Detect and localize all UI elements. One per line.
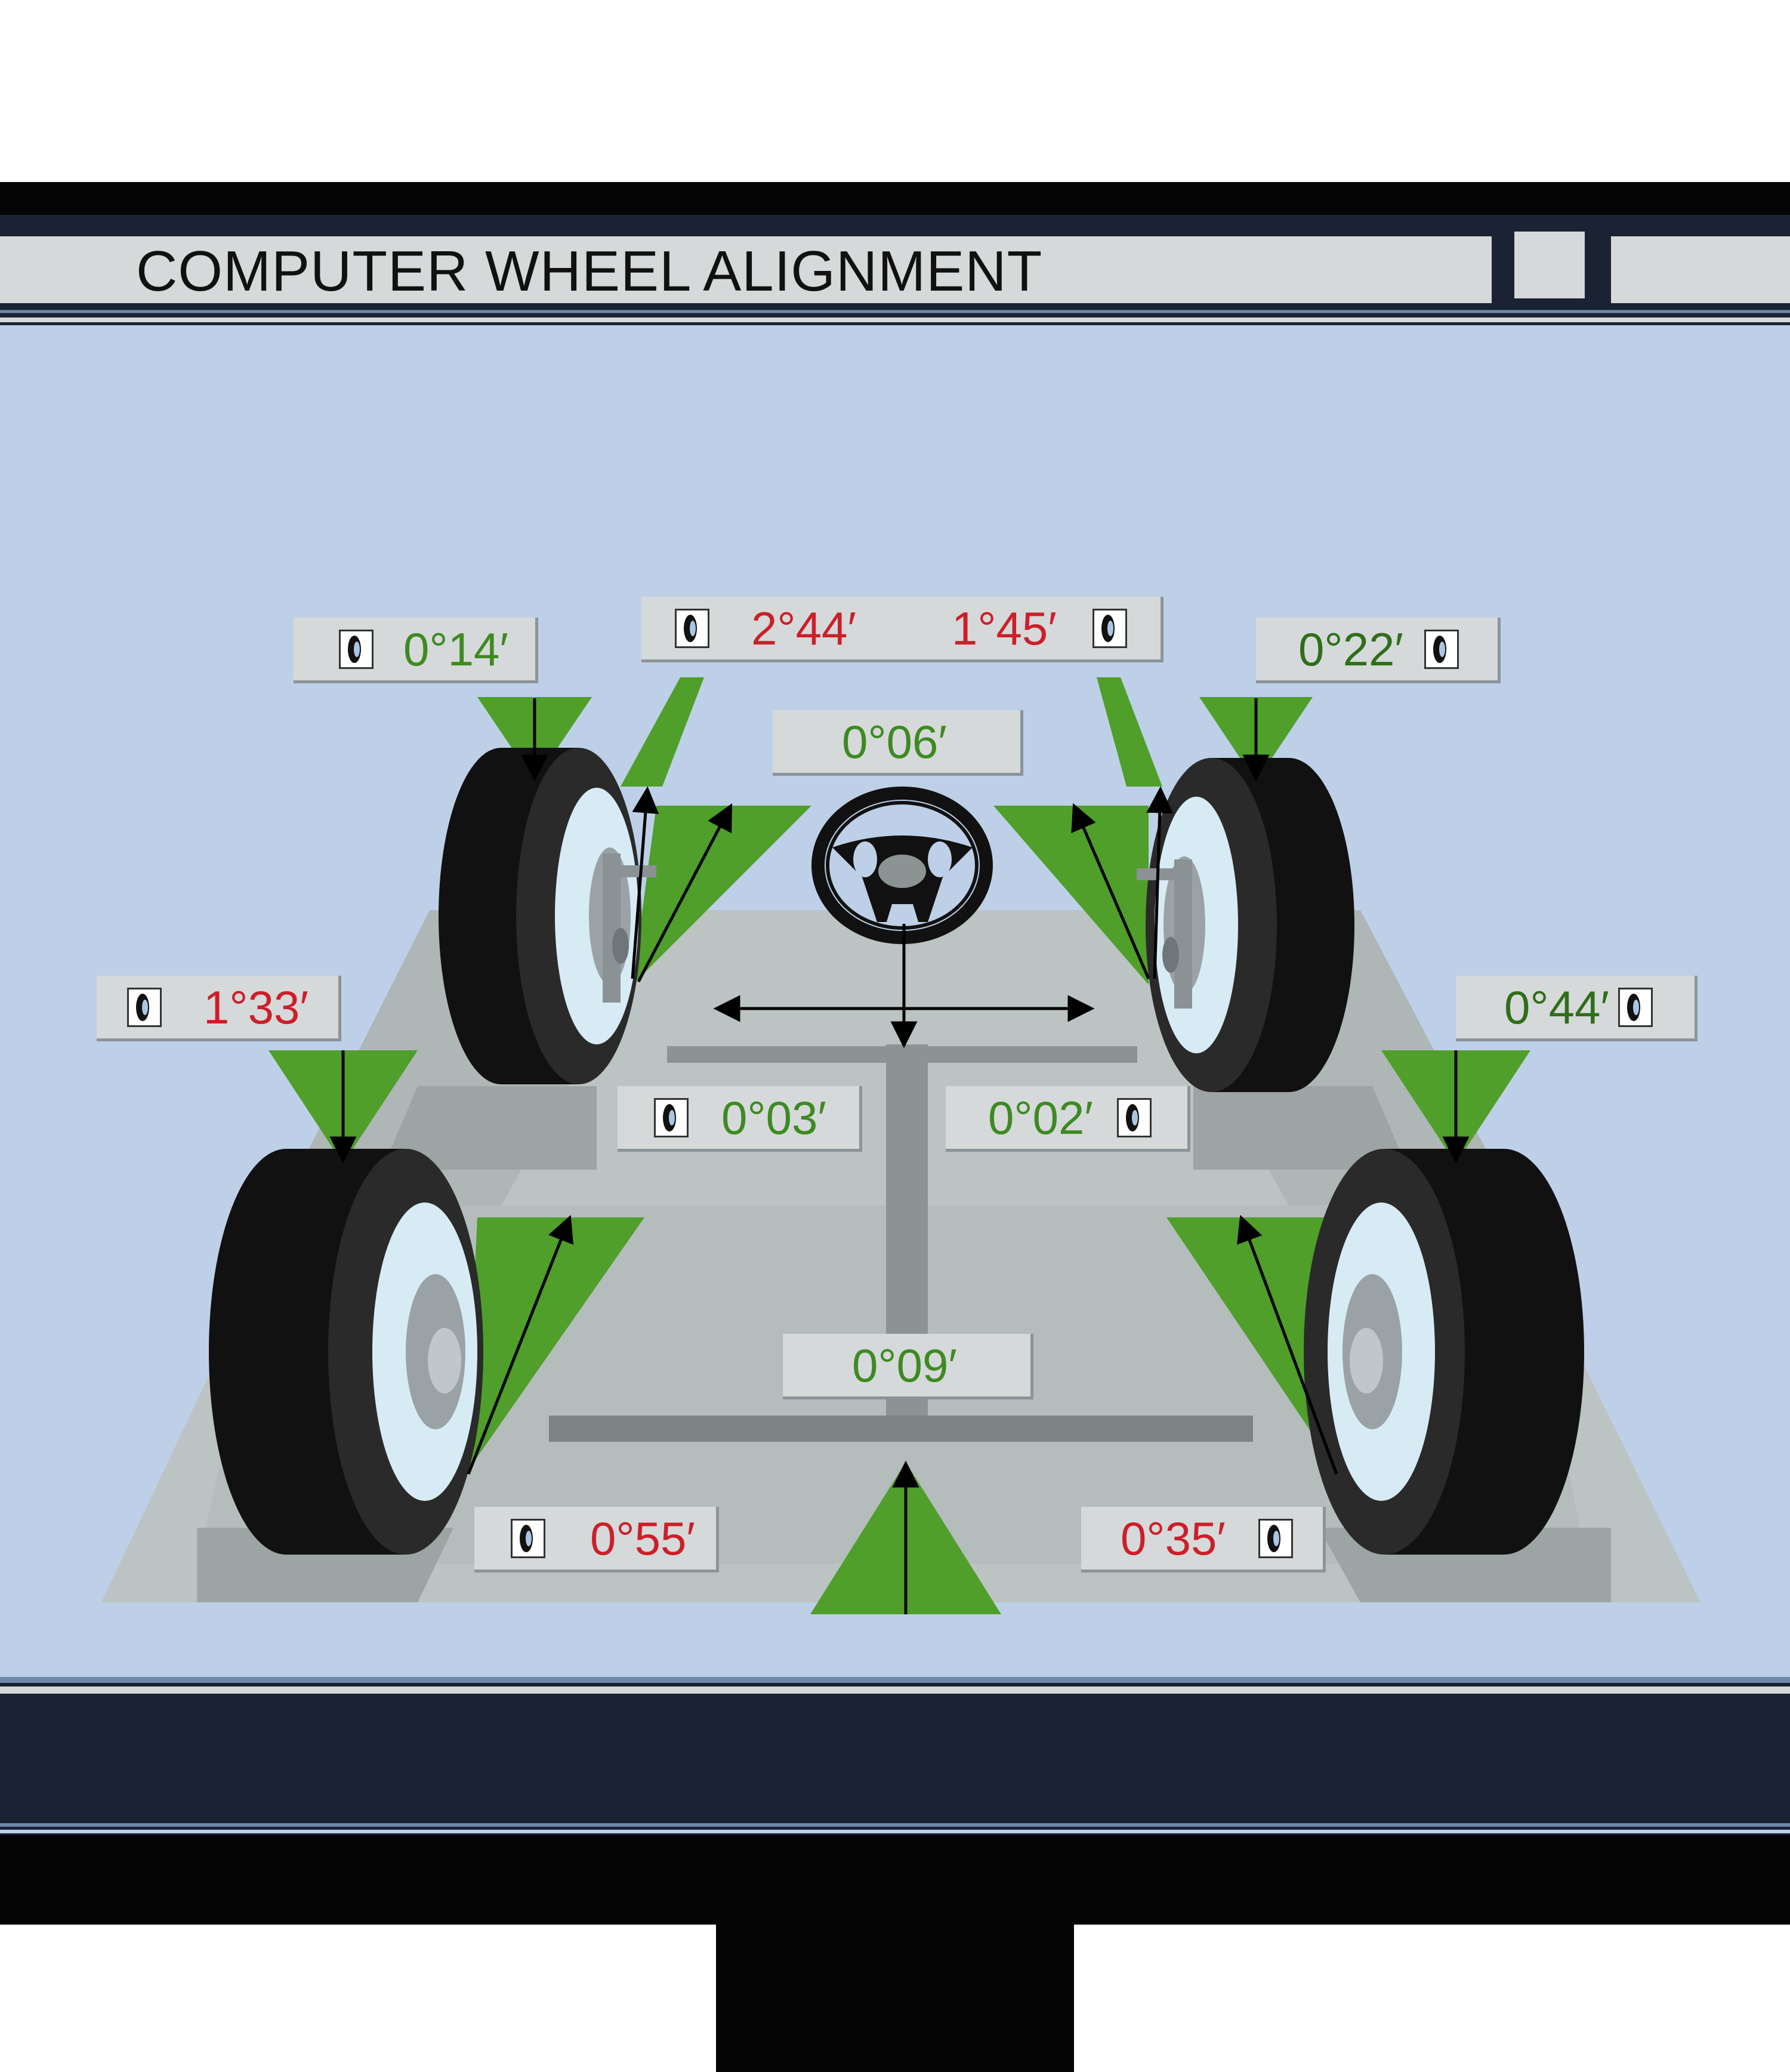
window-title: COMPUTER WHEEL ALIGNMENT [136, 239, 1043, 303]
status-panel [0, 1695, 1790, 1823]
window-maximize-button[interactable] [1514, 232, 1585, 298]
front-left-wheel [439, 748, 656, 1084]
readout-front-right-toe: 0°02′ [946, 1086, 1190, 1152]
rear-right-wheel [1304, 1149, 1584, 1555]
readout-front-left-toe: 0°03′ [618, 1086, 862, 1152]
readout-front-right-camber: 0°22′ [1256, 618, 1501, 683]
readout-value: 0°09′ [852, 1339, 957, 1392]
rear-left-wheel [209, 1149, 483, 1555]
tire-icon [1424, 629, 1459, 669]
readout-rear-right-camber: 0°44′ [1456, 976, 1698, 1041]
tire-icon [675, 608, 709, 648]
front-right-wheel [1137, 758, 1354, 1092]
readout-steering-center: 0°06′ [773, 710, 1023, 776]
readout-value-right: 1°45′ [951, 602, 1057, 655]
readout-value-left: 2°44′ [751, 602, 856, 655]
monitor-stand [716, 1910, 1074, 2072]
readout-value: 0°22′ [1298, 622, 1403, 676]
readout-thrust-angle: 0°09′ [783, 1334, 1033, 1399]
front-axle [667, 1046, 1137, 1063]
readout-value: 0°03′ [721, 1091, 826, 1144]
tire-icon [1618, 987, 1653, 1027]
readout-front-toe: 2°44′ 1°45′ [641, 597, 1164, 662]
readout-value: 0°06′ [842, 715, 947, 768]
tire-icon [1116, 1097, 1152, 1137]
readout-value: 0°14′ [403, 622, 508, 676]
readout-value: 0°44′ [1504, 980, 1609, 1034]
readout-value: 1°33′ [203, 980, 308, 1034]
tire-icon [654, 1097, 689, 1137]
measurement-arrows [329, 698, 1470, 1614]
readout-front-left-camber: 0°14′ [294, 618, 538, 683]
tire-icon [1258, 1518, 1293, 1558]
steering-wheel-icon [811, 787, 993, 944]
rear-axle [549, 1416, 1253, 1442]
tire-icon [127, 987, 162, 1027]
readout-rear-left-toe: 0°55′ [474, 1507, 719, 1572]
readout-rear-right-toe: 0°35′ [1081, 1507, 1326, 1572]
readout-rear-left-camber: 1°33′ [97, 976, 341, 1041]
readout-value: 0°02′ [988, 1091, 1093, 1144]
readout-value: 0°55′ [590, 1512, 695, 1565]
tire-icon [339, 629, 374, 669]
tire-icon [511, 1518, 545, 1558]
readout-value: 0°35′ [1121, 1512, 1226, 1565]
tire-icon [1092, 608, 1127, 648]
indicator-triangles [268, 677, 1530, 1614]
